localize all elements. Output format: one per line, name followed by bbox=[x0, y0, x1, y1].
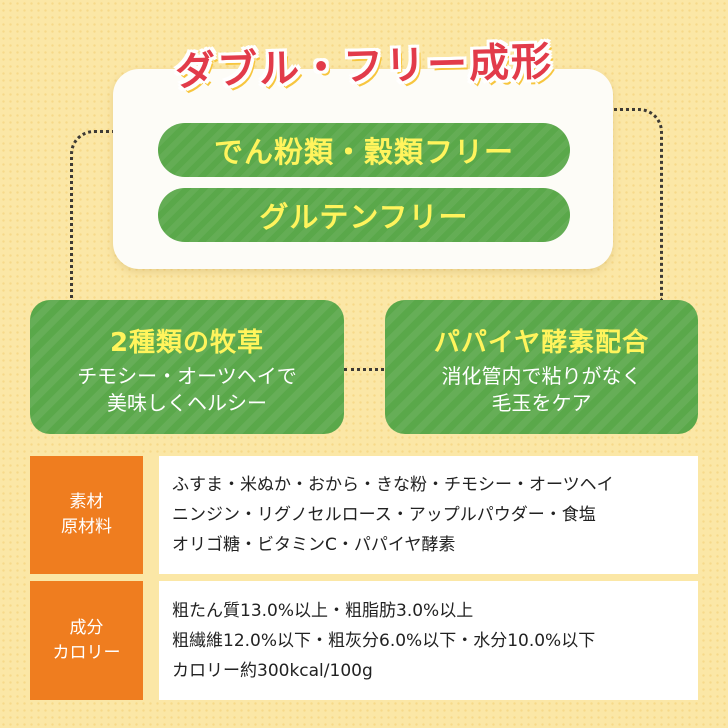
hay-card-title: 2種類の牧草 bbox=[109, 328, 265, 358]
hay-card-line: チモシー・オーツヘイで bbox=[77, 364, 297, 388]
connector-right bbox=[608, 108, 663, 301]
hay-card-line: 美味しくヘルシー bbox=[107, 391, 267, 415]
value-line: 粗たん質13.0%以上・粗脂肪3.0%以上 bbox=[172, 600, 474, 621]
label-line: 成分 bbox=[69, 617, 104, 638]
nutrition-row: 成分 カロリー 粗たん質13.0%以上・粗脂肪3.0%以上 粗繊維12.0%以下… bbox=[30, 581, 698, 700]
ingredients-value: ふすま・米ぬか・おから・きな粉・チモシー・オーツヘイ ニンジン・リグノセルロース… bbox=[172, 456, 688, 574]
value-line: オリゴ糖・ビタミンC・パパイヤ酵素 bbox=[172, 535, 456, 555]
papaya-card-title: パパイヤ酵素配合 bbox=[433, 328, 650, 358]
connector-left bbox=[70, 130, 123, 303]
gluten-free-pill: グルテンフリー bbox=[158, 188, 570, 242]
value-line: カロリー約300kcal/100g bbox=[172, 660, 373, 681]
row-divider bbox=[30, 574, 698, 581]
ingredients-row: 素材 原材料 ふすま・米ぬか・おから・きな粉・チモシー・オーツヘイ ニンジン・リ… bbox=[30, 456, 698, 574]
value-line: 粗繊維12.0%以下・粗灰分6.0%以下・水分10.0%以下 bbox=[172, 630, 596, 651]
papaya-card: パパイヤ酵素配合 消化管内で粘りがなく 毛玉をケア bbox=[385, 300, 698, 434]
label-line: カロリー bbox=[52, 642, 121, 663]
papaya-card-line: 消化管内で粘りがなく bbox=[441, 364, 642, 388]
value-line: ニンジン・リグノセルロース・アップルパウダー・食塩 bbox=[172, 505, 596, 525]
ingredients-label: 素材 原材料 bbox=[30, 456, 143, 574]
value-line: ふすま・米ぬか・おから・きな粉・チモシー・オーツヘイ bbox=[172, 475, 614, 495]
info-table: 素材 原材料 ふすま・米ぬか・おから・きな粉・チモシー・オーツヘイ ニンジン・リ… bbox=[30, 456, 698, 700]
label-line: 原材料 bbox=[61, 517, 112, 537]
papaya-card-line: 毛玉をケア bbox=[491, 391, 592, 415]
connector-middle bbox=[344, 368, 384, 371]
starch-grain-free-pill: でん粉類・穀類フリー bbox=[158, 123, 570, 177]
nutrition-label: 成分 カロリー bbox=[30, 581, 143, 700]
label-line: 素材 bbox=[69, 492, 104, 512]
column-separator bbox=[143, 456, 159, 700]
nutrition-value: 粗たん質13.0%以上・粗脂肪3.0%以上 粗繊維12.0%以下・粗灰分6.0%… bbox=[172, 581, 688, 700]
hay-card: 2種類の牧草 チモシー・オーツヘイで 美味しくヘルシー bbox=[30, 300, 344, 434]
headline: ダブル・フリー成形 bbox=[174, 39, 554, 95]
